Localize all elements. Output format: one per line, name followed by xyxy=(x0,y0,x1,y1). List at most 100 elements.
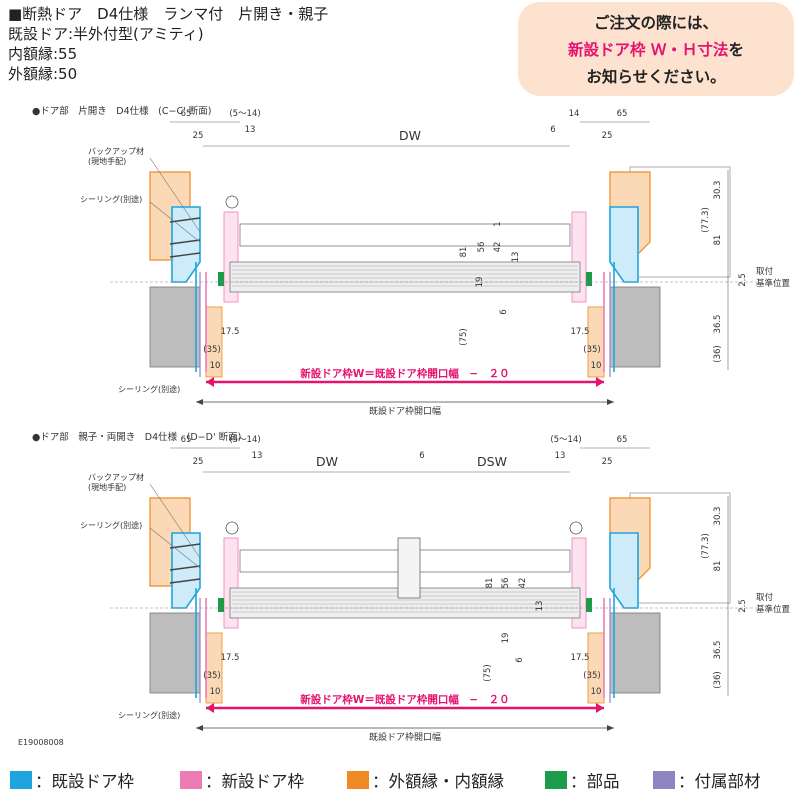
sealing-callout: シーリング(別途) xyxy=(80,520,142,530)
inner-dim-label: 56 xyxy=(501,578,511,589)
backup-material-callout: バックアップ材(現地手配) xyxy=(88,146,144,166)
callout-leader xyxy=(149,483,201,559)
inner-dim-label: 6 xyxy=(515,657,525,662)
top-dim-label: 13 xyxy=(555,451,566,461)
screw xyxy=(169,565,201,571)
bottom-dim-label: 10 xyxy=(591,361,602,371)
inner-dim-label: 56 xyxy=(477,242,487,253)
legend-label-parts: ：部品 xyxy=(570,772,620,791)
mount-label: 基準位置 xyxy=(756,604,791,615)
notice-line-2-rest: を xyxy=(728,41,744,59)
notice-line-1: ご注文の際には、 xyxy=(593,14,718,32)
top-dim-label: 13 xyxy=(252,451,263,461)
screw xyxy=(169,217,201,223)
callout-leader xyxy=(149,201,201,243)
right-dim-label: 30.3 xyxy=(713,507,723,526)
drawing-id: E19008008 xyxy=(18,738,64,747)
sealing-callout: シーリング(別途) xyxy=(80,194,142,204)
bottom-dim-label: 17.5 xyxy=(571,653,590,663)
opening-arrow-left xyxy=(196,725,203,731)
bottom-dim-label: (35) xyxy=(583,345,600,355)
bottom-dim-label: 17.5 xyxy=(221,327,240,337)
bottom-dim-label: 10 xyxy=(591,687,602,697)
right-dim-label: 36.5 xyxy=(713,315,723,334)
top-dim-label: 65 xyxy=(181,109,192,119)
inner-dim-label: (75) xyxy=(483,664,493,681)
bottom-dim-label: 10 xyxy=(210,361,221,371)
opening-arrow-right xyxy=(607,725,614,731)
right-part xyxy=(586,598,592,612)
top-dim-label: 65 xyxy=(617,109,628,119)
top-dim-label: DSW xyxy=(477,454,507,469)
screw xyxy=(169,252,201,258)
inner-dim-label: 13 xyxy=(511,252,521,263)
opening-arrow-right xyxy=(607,399,614,405)
legend-item-casing: ：外額縁・内額縁 xyxy=(347,765,504,795)
outer-casing-spec: 外額縁:50 xyxy=(8,65,78,83)
product-title: ■断熱ドア D4仕様 ランマ付 片開き・親子 xyxy=(8,5,329,23)
legend-item-new-frame: ：新設ドア枠 xyxy=(180,765,304,795)
door-panel-lower xyxy=(229,261,581,293)
legend-label-casing: ：外額縁・内額縁 xyxy=(372,772,504,791)
legend-item-existing-frame: ：既設ドア枠 xyxy=(10,765,134,795)
center-mullion xyxy=(397,537,421,599)
screw xyxy=(169,578,201,584)
notice-highlight: 新設ドア枠 Ｗ・Ｈ寸法 xyxy=(568,41,729,59)
left-part xyxy=(218,598,224,612)
left-wall xyxy=(149,612,201,694)
opening-dim-label: 既設ドア枠開口幅 xyxy=(369,405,441,417)
inner-dim-label: 42 xyxy=(518,578,528,589)
callout-leader xyxy=(149,527,201,569)
inner-dim-label: 42 xyxy=(493,242,503,253)
bottom-sealing-label: シーリング(別途) xyxy=(118,710,180,720)
hinge-icon xyxy=(225,521,239,535)
formula-arrowhead-right xyxy=(596,377,604,387)
legend-item-parts: ：部品 xyxy=(545,765,620,795)
top-dim-label: 65 xyxy=(181,435,192,445)
left-existing-frame xyxy=(171,206,201,283)
top-dim-label: 25 xyxy=(193,131,204,141)
inner-dim-label: 19 xyxy=(501,633,511,644)
inner-dim-label: 13 xyxy=(535,601,545,612)
inner-dim-label: 19 xyxy=(475,277,485,288)
inner-dim-label: 1 xyxy=(493,221,503,226)
legend-label-new: ：新設ドア枠 xyxy=(205,772,304,791)
top-dim-label: 14 xyxy=(569,109,580,119)
section-title: ●ドア部 片開き D4仕様 (C−C' 断面) xyxy=(32,105,211,117)
legend-swatch-new xyxy=(180,771,202,789)
top-dim-label: 6 xyxy=(419,451,424,461)
hinge-icon xyxy=(225,195,239,209)
top-dim-label: 25 xyxy=(602,457,613,467)
right-dim-label: 30.3 xyxy=(713,181,723,200)
legend-swatch-casing xyxy=(347,771,369,789)
right-dim-label: (36) xyxy=(713,345,723,362)
legend-label-existing: ：既設ドア枠 xyxy=(35,772,134,791)
right-part xyxy=(586,272,592,286)
bottom-dim-label: 17.5 xyxy=(221,653,240,663)
top-dim-label: 13 xyxy=(245,125,256,135)
title-block: ■断熱ドア D4仕様 ランマ付 片開き・親子 既設ドア:半外付型(アミティ) 内… xyxy=(8,4,338,84)
formula-arrowhead-right xyxy=(596,703,604,713)
existing-door-spec: 既設ドア:半外付型(アミティ) xyxy=(8,25,204,43)
legend-swatch-accessory xyxy=(653,771,675,789)
formula-arrowhead-left xyxy=(206,703,214,713)
section-2: ●ドア部 親子・両開き D4仕様 (D−D' 断面)65(5〜14)(5〜14)… xyxy=(32,431,791,743)
notice-line-3: お知らせください。 xyxy=(586,68,726,86)
left-existing-frame xyxy=(171,532,201,609)
inner-dim-label: 81 xyxy=(485,578,495,589)
left-part xyxy=(218,272,224,286)
inner-dim-label: 6 xyxy=(499,309,509,314)
opening-dim-label: 既設ドア枠開口幅 xyxy=(369,731,441,743)
right-dim-label: 81 xyxy=(713,235,723,246)
order-notice: ご注文の際には、 新設ドア枠 Ｗ・Ｈ寸法を お知らせください。 xyxy=(518,2,794,96)
top-dim-label: (5〜14) xyxy=(229,109,260,119)
inner-casing-spec: 内額縁:55 xyxy=(8,45,78,63)
inner-dim-label: 81 xyxy=(459,247,469,258)
bottom-dim-label: 17.5 xyxy=(571,327,590,337)
bottom-dim-label: (35) xyxy=(583,671,600,681)
right-dim-label: 81 xyxy=(713,561,723,572)
color-legend: ：既設ドア枠 ：新設ドア枠 ：外額縁・内額縁 ：部品 ：付属部材 xyxy=(10,765,795,795)
left-wall xyxy=(149,286,201,368)
